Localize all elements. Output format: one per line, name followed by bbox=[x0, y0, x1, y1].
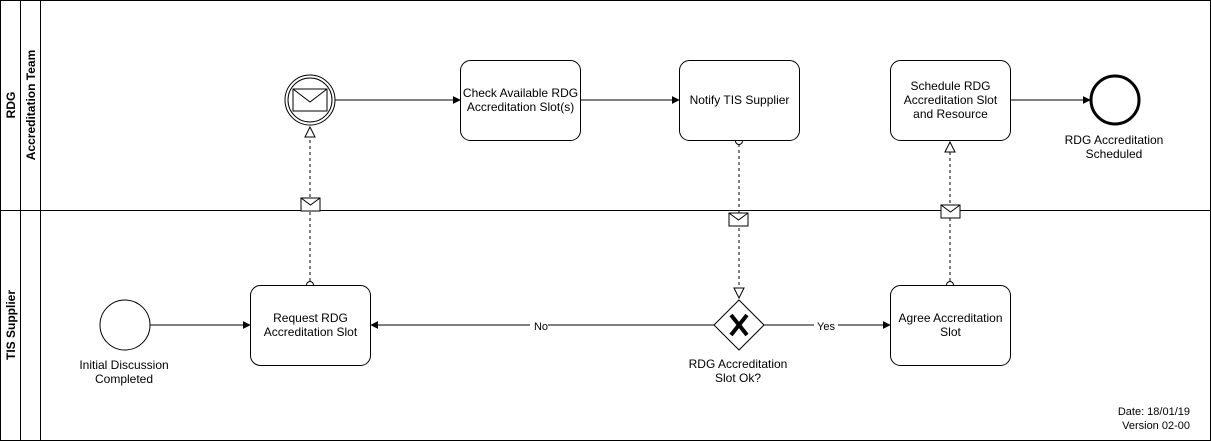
task-check-slots-label-line1: Check Available RDG bbox=[463, 86, 578, 100]
end-event-label-line1: RDG Accreditation bbox=[1065, 133, 1164, 147]
gateway-label-line1: RDG Accreditation bbox=[689, 357, 788, 371]
task-request-slot-label-line1: Request RDG bbox=[273, 311, 348, 325]
x-icon bbox=[729, 313, 749, 337]
start-event-label-line2: Completed bbox=[95, 372, 153, 386]
message-flow-arrowhead bbox=[733, 287, 745, 300]
message-start-event[interactable] bbox=[284, 74, 336, 126]
message-flow-arrowhead bbox=[944, 140, 956, 153]
task-notify-supplier[interactable]: Notify TIS Supplier bbox=[679, 60, 800, 141]
end-event[interactable] bbox=[1089, 74, 1141, 126]
envelope-icon bbox=[728, 212, 749, 227]
lane-tis-title: TIS Supplier bbox=[4, 290, 18, 360]
start-event-label-line1: Initial Discussion bbox=[79, 358, 168, 372]
task-check-slots-label-line2: Accreditation Slot(s) bbox=[467, 100, 574, 114]
lane-rdg-header: RDG Accreditation Team bbox=[4, 50, 38, 160]
end-event-label-line2: Scheduled bbox=[1086, 147, 1143, 161]
envelope-icon bbox=[940, 204, 961, 219]
gateway-label-line2: Slot Ok? bbox=[715, 371, 761, 385]
task-request-slot[interactable]: Request RDG Accreditation Slot bbox=[250, 285, 371, 366]
edge-label-yes: Yes bbox=[817, 321, 835, 333]
lane-rdg-title-line2: Accreditation Team bbox=[24, 50, 38, 160]
task-schedule-slot-label-line2: Accreditation Slot bbox=[904, 93, 998, 107]
lane-tis-header: TIS Supplier bbox=[4, 290, 18, 360]
task-agree-slot-label-line2: Slot bbox=[940, 325, 961, 339]
task-notify-supplier-label: Notify TIS Supplier bbox=[690, 93, 790, 107]
message-flow-arrowhead bbox=[304, 125, 316, 138]
footer-date: Date: 18/01/19 bbox=[1118, 406, 1190, 418]
task-schedule-slot-label-line3: and Resource bbox=[913, 107, 988, 121]
envelope-icon bbox=[292, 88, 328, 112]
exclusive-gateway[interactable] bbox=[713, 299, 765, 351]
envelope-icon bbox=[300, 197, 321, 212]
edge-label-no: No bbox=[534, 321, 548, 333]
task-schedule-slot[interactable]: Schedule RDG Accreditation Slot and Reso… bbox=[890, 60, 1011, 141]
yes-label-bg bbox=[814, 318, 838, 332]
lane-rdg-title-line1: RDG bbox=[4, 92, 18, 119]
task-agree-slot[interactable]: Agree Accreditation Slot bbox=[890, 285, 1011, 366]
footer-version: Version 02-00 bbox=[1122, 420, 1190, 432]
no-label-bg bbox=[530, 318, 548, 332]
task-check-slots[interactable]: Check Available RDG Accreditation Slot(s… bbox=[460, 60, 581, 141]
task-schedule-slot-label-line1: Schedule RDG bbox=[910, 79, 990, 93]
task-agree-slot-label-line1: Agree Accreditation bbox=[898, 311, 1002, 325]
start-event[interactable] bbox=[99, 299, 151, 351]
task-request-slot-label-line2: Accreditation Slot bbox=[264, 325, 358, 339]
